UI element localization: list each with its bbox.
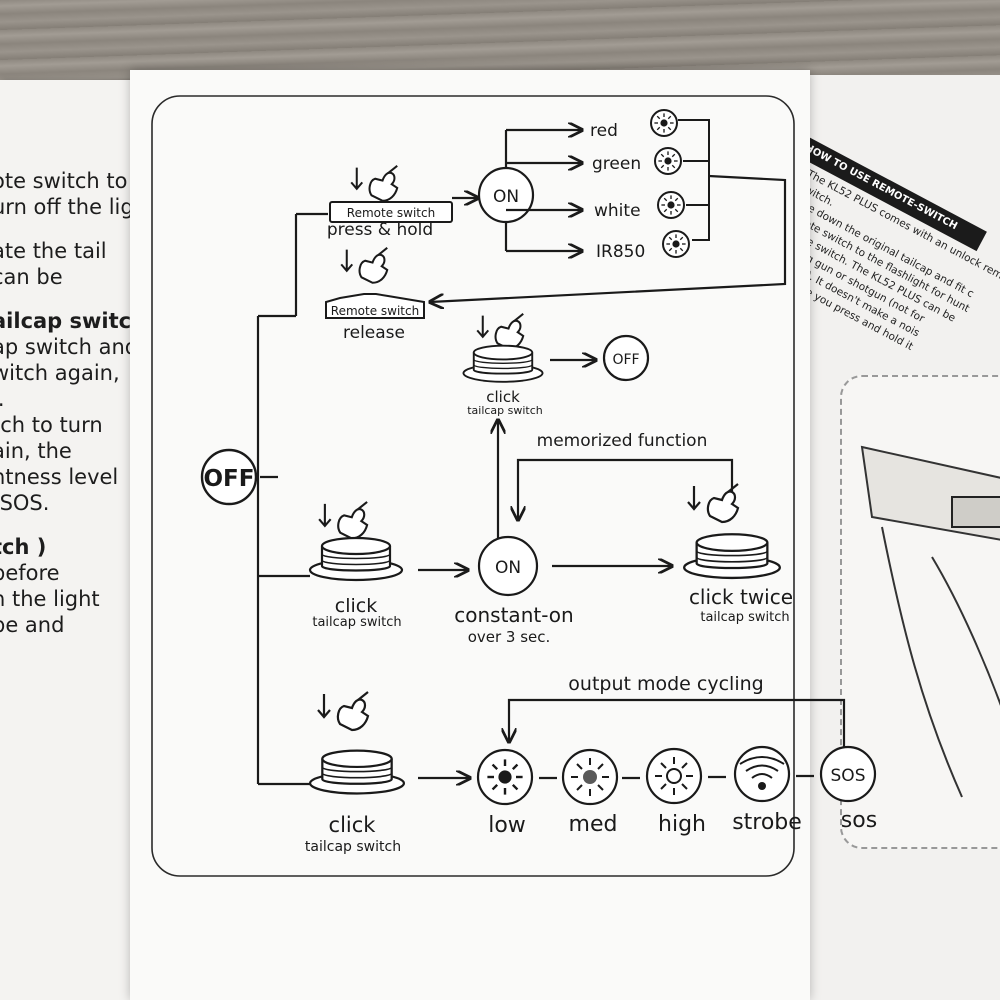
release-label: release	[343, 323, 405, 343]
output-mode-cycling-label: output mode cycling	[568, 673, 763, 695]
remote-on-state-icon: ON	[477, 166, 535, 224]
white-light-icon	[657, 191, 685, 219]
mode-strobe-icon	[733, 745, 791, 803]
cycling-click-label: click	[329, 813, 377, 837]
sos-icon-text: SOS	[831, 766, 866, 786]
left-page-line: ap switch and	[0, 335, 139, 359]
left-page-line: be and	[0, 613, 65, 637]
diagram-border	[151, 95, 795, 877]
left-page-line: witch again,	[0, 361, 120, 385]
constant-on-state-icon: ON	[477, 535, 539, 597]
mode-low-icon	[476, 748, 534, 806]
middle-page	[130, 70, 810, 1000]
press-hand-icon	[350, 164, 399, 202]
left-page-line: n the light	[0, 587, 100, 611]
constant-tailcap-button-icon	[308, 536, 404, 582]
left-page-line: l.	[0, 386, 215, 412]
green-light-icon	[654, 147, 682, 175]
click-off-state-label: OFF	[612, 352, 639, 368]
click-twice-sub-label: tailcap switch	[700, 610, 789, 625]
off-label: OFF	[204, 466, 255, 492]
color-green-label: green	[592, 154, 641, 174]
left-page-line: ate the tail	[0, 239, 107, 263]
click-twice-hand-icon	[686, 482, 740, 524]
cycling-hand-icon	[316, 690, 370, 732]
mode-sos-label: sos	[841, 808, 877, 833]
color-white-label: white	[594, 201, 641, 221]
click-off-sub-label: tailcap switch	[467, 404, 543, 417]
click-off-tailcap-button-icon	[462, 344, 544, 383]
remote-switch-press-label: Remote switch	[347, 206, 435, 220]
left-page-line: before	[0, 561, 60, 585]
cycling-click-sub-label: tailcap switch	[305, 839, 401, 855]
memorized-function-label: memorized function	[537, 431, 708, 451]
color-red-label: red	[590, 121, 618, 141]
mode-low-label: low	[488, 813, 526, 838]
remote-switch-press-box: Remote switch	[329, 201, 453, 223]
constant-hand-icon	[318, 500, 369, 540]
click-off-hand-icon	[476, 312, 525, 350]
left-page-line: tch to turn	[0, 413, 103, 437]
over-3-sec-label: over 3 sec.	[468, 628, 551, 646]
left-page-line: ain, the	[0, 439, 72, 463]
mode-high-label: high	[658, 812, 706, 837]
click-twice-tailcap-button-icon	[682, 533, 782, 580]
red-light-icon	[650, 109, 678, 137]
constant-on-label: ON	[495, 558, 521, 578]
right-page: HOW TO USE REMOTE-SWITCH The KL52 PLUS c…	[795, 75, 1000, 1000]
remote-switch-release-label: Remote switch	[331, 304, 419, 318]
left-page-line: can be	[0, 265, 63, 289]
left-page-line: tch )	[0, 535, 47, 559]
click-twice-label: click twice	[689, 585, 793, 609]
mode-strobe-label: strobe	[732, 810, 802, 835]
ir850-light-icon	[662, 230, 690, 258]
remote-switch-illustration	[840, 375, 1000, 849]
left-page-line: ntness level	[0, 465, 119, 489]
remote-on-label: ON	[493, 187, 519, 207]
off-state-icon: OFF	[200, 448, 258, 506]
mode-sos-icon: SOS	[819, 745, 877, 803]
cycling-tailcap-button-icon	[308, 749, 406, 795]
click-off-label: click	[486, 388, 520, 406]
color-ir850-label: IR850	[596, 242, 645, 262]
constant-click-sub-label: tailcap switch	[312, 615, 401, 630]
mode-med-label: med	[569, 812, 618, 837]
press-hold-label: press & hold	[327, 220, 433, 240]
left-page-line: -SOS.	[0, 491, 50, 515]
mode-med-icon	[561, 748, 619, 806]
remote-switch-release-box: Remote switch	[325, 293, 425, 319]
constant-click-label: click	[335, 595, 377, 617]
mode-high-icon	[645, 747, 703, 805]
release-hand-icon	[340, 246, 389, 284]
off-state-small-icon: OFF	[602, 334, 650, 382]
constant-on-state-label: constant-on	[454, 603, 573, 627]
